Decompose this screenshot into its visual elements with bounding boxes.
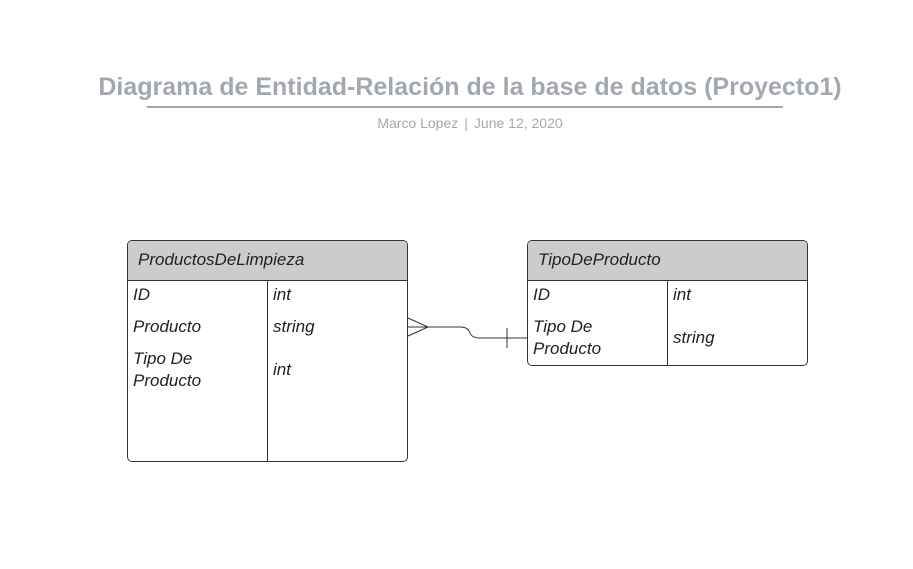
diagram-date: June 12, 2020 bbox=[473, 115, 563, 131]
diagram-subtitle: Marco Lopez | June 12, 2020 bbox=[0, 115, 913, 131]
field-name: Tipo De Producto bbox=[533, 316, 601, 360]
crow-foot-many-icon bbox=[407, 317, 429, 337]
relationship-line bbox=[428, 326, 527, 339]
field-type: int bbox=[673, 285, 691, 304]
entity-fields: ID int Tipo De Producto string bbox=[528, 281, 807, 365]
entity-productos-de-limpieza[interactable]: ProductosDeLimpieza ID int Producto stri… bbox=[127, 240, 408, 462]
field-name: ID bbox=[533, 285, 550, 304]
field-type: string bbox=[273, 317, 315, 336]
column-divider bbox=[667, 281, 668, 365]
diagram-title: Diagrama de Entidad-Relación de la base … bbox=[98, 73, 842, 101]
field-name: ID bbox=[133, 285, 150, 304]
title-underline bbox=[147, 106, 783, 108]
entity-header: TipoDeProducto bbox=[528, 241, 807, 281]
field-type: int bbox=[273, 360, 291, 379]
entity-tipo-de-producto[interactable]: TipoDeProducto ID int Tipo De Producto s… bbox=[527, 240, 808, 366]
field-name-line: Tipo De bbox=[133, 349, 193, 368]
field-name-line: Producto bbox=[133, 371, 202, 390]
field-type: string bbox=[673, 328, 715, 347]
field-name-line: Producto bbox=[533, 339, 602, 358]
field-type: int bbox=[273, 285, 291, 304]
field-name-line: Tipo De bbox=[533, 317, 593, 336]
column-divider bbox=[267, 281, 268, 461]
subtitle-separator: | bbox=[464, 115, 468, 131]
entity-header: ProductosDeLimpieza bbox=[128, 241, 407, 281]
field-name: Tipo De Producto bbox=[133, 348, 201, 392]
author-name: Marco Lopez bbox=[377, 115, 459, 131]
field-name: Producto bbox=[133, 317, 202, 336]
entity-fields: ID int Producto string Tipo De Producto … bbox=[128, 281, 407, 461]
